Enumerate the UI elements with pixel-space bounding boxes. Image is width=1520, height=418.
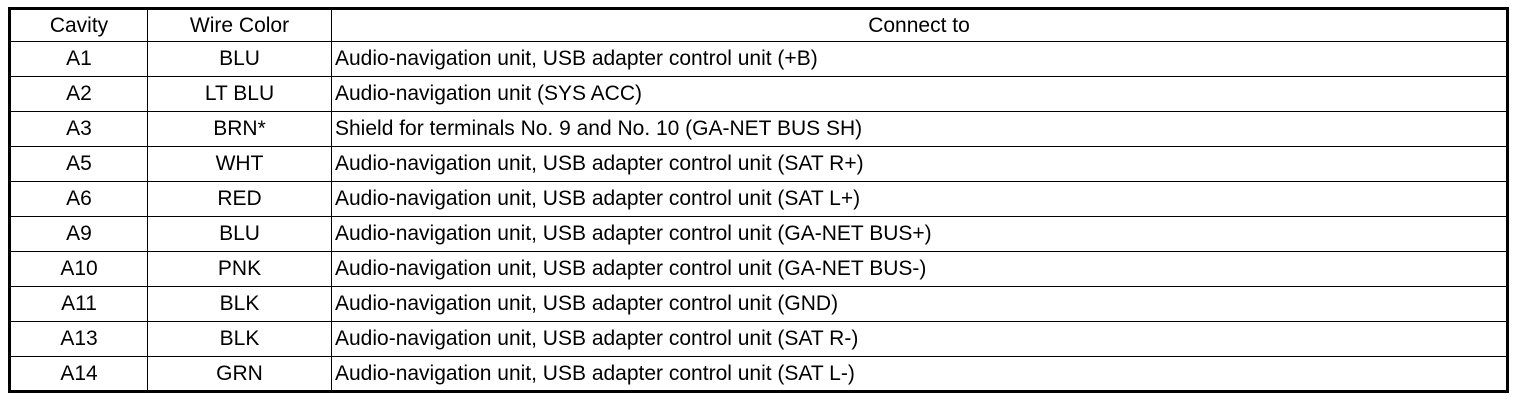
connector-pinout-table: Cavity Wire Color Connect to A1 BLU Audi…	[8, 7, 1509, 393]
table-row: A6 RED Audio-navigation unit, USB adapte…	[9, 181, 1508, 217]
header-connect-to: Connect to	[331, 8, 1508, 42]
table-row: A5 WHT Audio-navigation unit, USB adapte…	[9, 146, 1508, 182]
cavity-cell: A11	[9, 286, 148, 322]
table-row: A2 LT BLU Audio-navigation unit (SYS ACC…	[9, 76, 1508, 112]
cavity-cell: A6	[9, 181, 148, 217]
connect-to-cell: Audio-navigation unit, USB adapter contr…	[331, 251, 1508, 287]
cavity-cell: A9	[9, 216, 148, 252]
connect-to-cell: Audio-navigation unit (SYS ACC)	[331, 76, 1508, 112]
cavity-cell: A2	[9, 76, 148, 112]
table-row: A11 BLK Audio-navigation unit, USB adapt…	[9, 286, 1508, 322]
wire-color-cell: BLU	[147, 41, 332, 77]
connect-to-cell: Shield for terminals No. 9 and No. 10 (G…	[331, 111, 1508, 147]
table-row: A14 GRN Audio-navigation unit, USB adapt…	[9, 356, 1508, 392]
connector-table-container: Cavity Wire Color Connect to A1 BLU Audi…	[8, 7, 1509, 393]
connect-to-cell: Audio-navigation unit, USB adapter contr…	[331, 356, 1508, 392]
table-row: A9 BLU Audio-navigation unit, USB adapte…	[9, 216, 1508, 252]
connect-to-cell: Audio-navigation unit, USB adapter contr…	[331, 216, 1508, 252]
table-row: A10 PNK Audio-navigation unit, USB adapt…	[9, 251, 1508, 287]
cavity-cell: A13	[9, 321, 148, 357]
table-row: A1 BLU Audio-navigation unit, USB adapte…	[9, 41, 1508, 77]
cavity-cell: A3	[9, 111, 148, 147]
table-row: A3 BRN* Shield for terminals No. 9 and N…	[9, 111, 1508, 147]
wire-color-cell: GRN	[147, 356, 332, 392]
cavity-cell: A10	[9, 251, 148, 287]
header-wire-color: Wire Color	[147, 8, 332, 42]
wire-color-cell: LT BLU	[147, 76, 332, 112]
connect-to-cell: Audio-navigation unit, USB adapter contr…	[331, 146, 1508, 182]
cavity-cell: A1	[9, 41, 148, 77]
connect-to-cell: Audio-navigation unit, USB adapter contr…	[331, 286, 1508, 322]
wire-color-cell: WHT	[147, 146, 332, 182]
header-cavity: Cavity	[9, 8, 148, 42]
connect-to-cell: Audio-navigation unit, USB adapter contr…	[331, 181, 1508, 217]
table-row: A13 BLK Audio-navigation unit, USB adapt…	[9, 321, 1508, 357]
wire-color-cell: BLU	[147, 216, 332, 252]
cavity-cell: A5	[9, 146, 148, 182]
connect-to-cell: Audio-navigation unit, USB adapter contr…	[331, 321, 1508, 357]
wire-color-cell: BLK	[147, 321, 332, 357]
connect-to-cell: Audio-navigation unit, USB adapter contr…	[331, 41, 1508, 77]
wire-color-cell: PNK	[147, 251, 332, 287]
wire-color-cell: BRN*	[147, 111, 332, 147]
table-header-row: Cavity Wire Color Connect to	[9, 8, 1508, 42]
cavity-cell: A14	[9, 356, 148, 392]
wire-color-cell: BLK	[147, 286, 332, 322]
wire-color-cell: RED	[147, 181, 332, 217]
